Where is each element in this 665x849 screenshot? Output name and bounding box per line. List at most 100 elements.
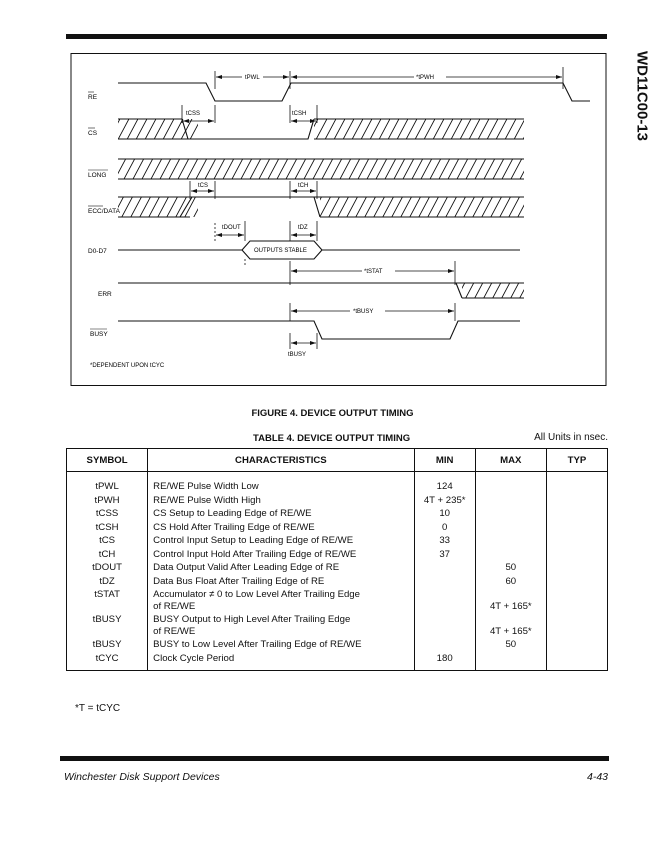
symbol-cell-text: tCSH bbox=[95, 521, 119, 533]
table-header-row: SYMBOL CHARACTERISTICS MIN MAX TYP bbox=[65, 448, 609, 472]
typ-cell bbox=[545, 588, 609, 613]
timing-diagram-svg: RE CS LONG ECC/DATA D0-D7 ERR BUSY tPWL … bbox=[70, 53, 607, 386]
bottom-rule bbox=[60, 756, 609, 761]
characteristic-cell-text: CS Hold After Trailing Edge of RE/WE bbox=[153, 521, 315, 533]
tpwh-label: *tPWH bbox=[416, 75, 434, 81]
header-typ: TYP bbox=[545, 448, 609, 472]
characteristic-cell-text: Clock Cycle Period bbox=[153, 652, 235, 664]
symbol-cell: tBUSY bbox=[65, 613, 149, 638]
tcs-label: tCS bbox=[198, 183, 208, 189]
min-cell: 124 bbox=[413, 471, 476, 494]
symbol-cell: tSTAT bbox=[65, 588, 149, 613]
header-max: MAX bbox=[474, 448, 547, 472]
max-cell: 60 bbox=[474, 574, 547, 588]
min-cell-text: 4T + 235* bbox=[423, 494, 466, 506]
symbol-cell-text: tBUSY bbox=[92, 639, 122, 650]
symbol-cell: tDOUT bbox=[65, 561, 149, 575]
max-cell bbox=[474, 520, 547, 534]
characteristic-cell: Control Input Setup to Leading Edge of R… bbox=[147, 534, 415, 548]
characteristic-cell: CS Hold After Trailing Edge of RE/WE bbox=[147, 520, 415, 534]
tstat-label: *tSTAT bbox=[364, 269, 383, 275]
characteristic-cell-text: RE/WE Pulse Width Low bbox=[153, 481, 259, 492]
page-number: 4-43 bbox=[586, 771, 608, 783]
signal-busy-label: BUSY bbox=[90, 331, 108, 338]
characteristic-cell-text: CS Setup to Leading Edge of RE/WE bbox=[153, 508, 312, 519]
header-characteristics: CHARACTERISTICS bbox=[147, 448, 415, 472]
typ-cell bbox=[545, 471, 609, 494]
tdz-label: tDZ bbox=[298, 225, 308, 231]
min-cell: 0 bbox=[413, 520, 476, 534]
min-cell: 10 bbox=[413, 507, 476, 521]
table-row: tDOUT Data Output Valid After Leading Edg… bbox=[65, 561, 609, 575]
max-cell bbox=[474, 651, 547, 671]
min-cell-text: 0 bbox=[442, 521, 448, 533]
symbol-cell: tPWH bbox=[65, 493, 149, 507]
max-cell-text: 50 bbox=[505, 639, 517, 650]
characteristic-cell: Accumulator ≠ 0 to Low Level After Trail… bbox=[147, 588, 415, 613]
max-cell bbox=[474, 547, 547, 561]
typ-cell bbox=[545, 520, 609, 534]
header-symbol: SYMBOL bbox=[65, 448, 149, 472]
signal-err-label: ERR bbox=[98, 291, 112, 298]
min-cell-text: 37 bbox=[439, 548, 451, 560]
symbol-cell-text: tSTAT bbox=[94, 589, 120, 600]
symbol-cell: tDZ bbox=[65, 574, 149, 588]
max-cell-text: 4T + 165* bbox=[489, 625, 532, 637]
side-part-number: WD11C00-13 bbox=[633, 50, 651, 142]
max-cell bbox=[474, 534, 547, 548]
symbol-cell: tCH bbox=[65, 547, 149, 561]
tpwl-label: tPWL bbox=[245, 75, 260, 81]
tcss-label: tCSS bbox=[186, 111, 200, 117]
signal-long-label: LONG bbox=[88, 172, 106, 179]
max-cell: 50 bbox=[474, 561, 547, 575]
min-cell: 4T + 235* bbox=[413, 493, 476, 507]
symbol-cell: tCSH bbox=[65, 520, 149, 534]
max-cell bbox=[474, 471, 547, 494]
signal-re-label: RE bbox=[88, 94, 98, 101]
typ-cell bbox=[545, 493, 609, 507]
min-cell-text: 180 bbox=[436, 652, 453, 664]
table-row: tCYC Clock Cycle Period 180 bbox=[65, 651, 609, 671]
typ-cell bbox=[545, 547, 609, 561]
symbol-cell-text: tDOUT bbox=[92, 562, 122, 573]
min-cell: 180 bbox=[413, 651, 476, 671]
table-row: tPWL RE/WE Pulse Width Low 124 bbox=[65, 471, 609, 494]
max-cell bbox=[474, 493, 547, 507]
characteristic-cell: Control Input Hold After Trailing Edge o… bbox=[147, 547, 415, 561]
tbusy-low-label: tBUSY bbox=[288, 352, 306, 358]
units-note: All Units in nsec. bbox=[534, 432, 608, 443]
table-body: tPWL RE/WE Pulse Width Low 124 tPWH RE/WE Pu… bbox=[65, 471, 609, 671]
symbol-cell-text: tPWL bbox=[95, 481, 119, 492]
symbol-cell-text: tDZ bbox=[99, 575, 115, 587]
characteristic-cell-text: BUSY to Low Level After Trailing Edge of… bbox=[153, 639, 362, 650]
typ-cell bbox=[545, 574, 609, 588]
typ-cell bbox=[545, 613, 609, 638]
max-cell-text: 50 bbox=[505, 562, 517, 573]
header-min: MIN bbox=[413, 448, 476, 472]
symbol-cell: tPWL bbox=[65, 471, 149, 494]
typ-cell bbox=[545, 638, 609, 652]
typ-cell bbox=[545, 507, 609, 521]
min-cell bbox=[413, 613, 476, 638]
min-cell bbox=[413, 638, 476, 652]
symbol-cell-text: tCYC bbox=[95, 652, 119, 664]
symbol-cell-text: tCS bbox=[99, 535, 116, 546]
table-row: tPWH RE/WE Pulse Width High 4T + 235* bbox=[65, 493, 609, 507]
characteristic-cell: Clock Cycle Period bbox=[147, 651, 415, 671]
timing-diagram: RE CS LONG ECC/DATA D0-D7 ERR BUSY tPWL … bbox=[70, 53, 607, 386]
max-cell bbox=[474, 507, 547, 521]
characteristic-cell: Data Output Valid After Leading Edge of … bbox=[147, 561, 415, 575]
symbol-cell: tCSS bbox=[65, 507, 149, 521]
signal-d0-d7-label: D0-D7 bbox=[88, 248, 107, 255]
typ-cell bbox=[545, 651, 609, 671]
characteristic-cell-text: Data Output Valid After Leading Edge of … bbox=[153, 562, 340, 573]
symbol-cell-text: tPWH bbox=[94, 494, 120, 506]
characteristic-cell-text: RE/WE Pulse Width High bbox=[153, 494, 261, 506]
characteristic-cell: RE/WE Pulse Width High bbox=[147, 493, 415, 507]
characteristic-cell: BUSY to Low Level After Trailing Edge of… bbox=[147, 638, 415, 652]
symbol-cell-text: tBUSY bbox=[92, 614, 122, 625]
min-cell bbox=[413, 588, 476, 613]
characteristic-cell: CS Setup to Leading Edge of RE/WE bbox=[147, 507, 415, 521]
signal-cs-label: CS bbox=[88, 130, 98, 137]
